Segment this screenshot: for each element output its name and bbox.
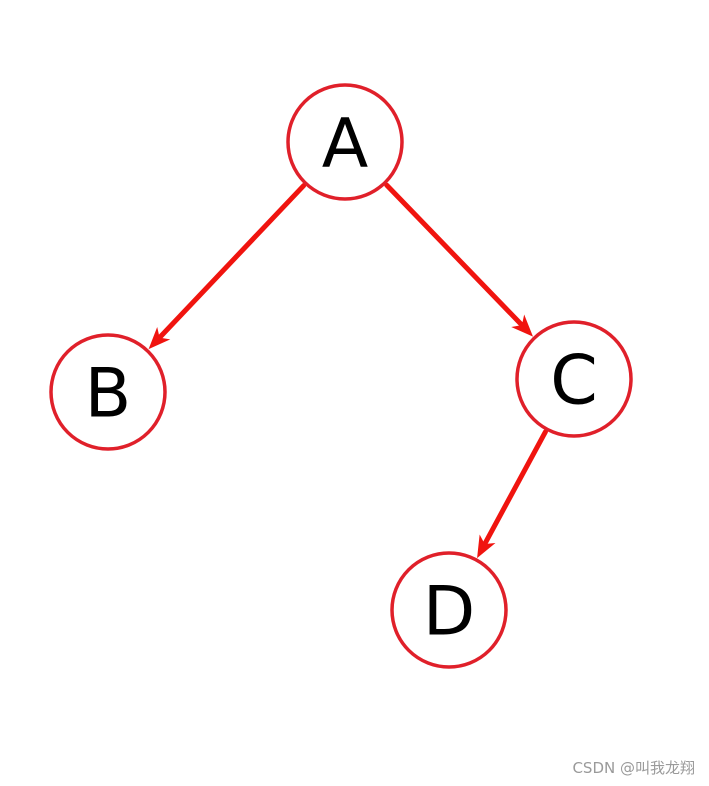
node-circle	[49, 333, 167, 451]
nodes-layer: A B C D	[49, 83, 633, 669]
watermark: CSDN @叫我龙翔	[572, 759, 695, 777]
tree-node-c: C	[515, 320, 633, 438]
edge-A-C	[384, 182, 534, 337]
edges-layer	[148, 182, 548, 559]
edge-line	[384, 182, 523, 327]
tree-node-a: A	[286, 83, 404, 201]
tree-node-b: B	[49, 333, 167, 451]
node-circle	[286, 83, 404, 201]
node-label: C	[550, 342, 597, 421]
edge-A-B	[148, 183, 307, 350]
node-label: A	[322, 105, 369, 184]
node-label: D	[423, 573, 475, 652]
node-circle	[390, 551, 508, 669]
node-circle	[515, 320, 633, 438]
arrow-head-icon	[477, 534, 496, 559]
node-label: B	[85, 355, 132, 434]
arrow-head-icon	[148, 327, 171, 350]
edge-line	[158, 183, 307, 339]
arrow-head-icon	[511, 314, 534, 337]
tree-node-d: D	[390, 551, 508, 669]
edge-line	[483, 429, 548, 545]
edge-C-D	[477, 429, 548, 559]
